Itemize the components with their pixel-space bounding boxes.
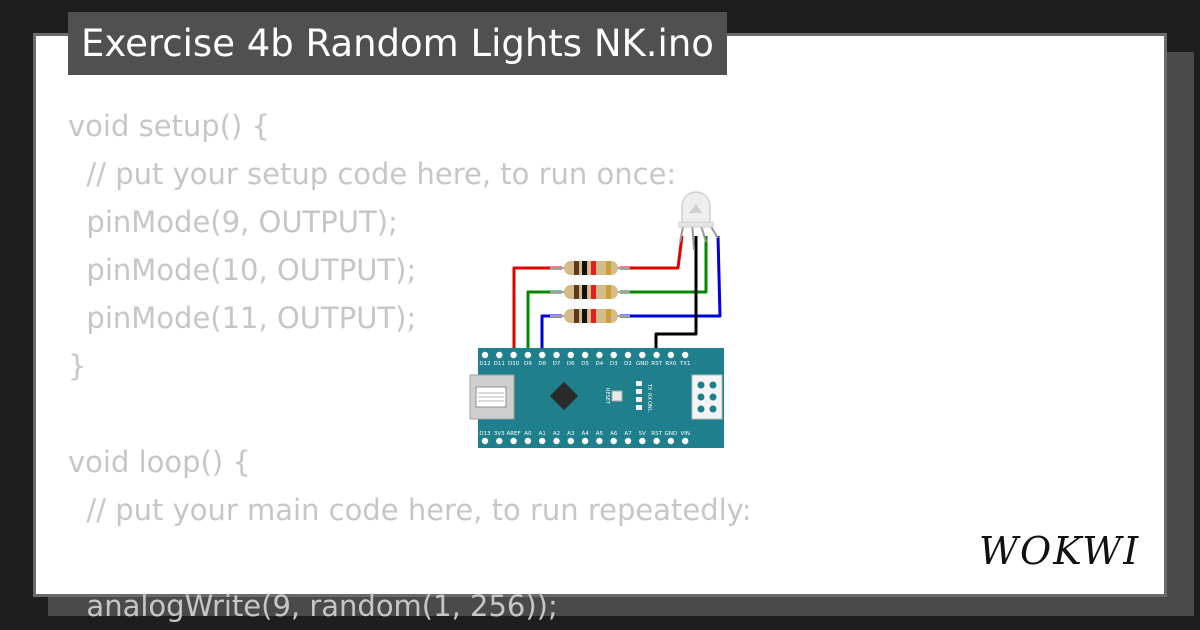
bottom-pin	[610, 437, 617, 445]
code-line: // put your setup code here, to run once…	[68, 157, 677, 191]
top-pin-label: D9	[524, 361, 532, 367]
top-pin	[653, 351, 660, 359]
bottom-pin	[496, 437, 503, 445]
wokwi-logo-text: WOKWI	[979, 529, 1140, 573]
bottom-pin-label: RST	[651, 431, 662, 437]
bottom-pin-label: D13	[479, 431, 491, 437]
top-pin-label: D12	[479, 361, 490, 367]
top-pin	[524, 351, 532, 359]
bottom-pin	[653, 437, 660, 445]
resistor	[550, 309, 630, 323]
bottom-pin-headers	[481, 437, 689, 445]
top-pin	[667, 351, 675, 359]
bottom-pin-label: AREF	[506, 431, 520, 437]
bottom-pin	[639, 437, 646, 445]
bottom-pin	[682, 437, 689, 445]
bottom-pin-label: A3	[567, 431, 575, 437]
top-pin	[481, 351, 489, 359]
code-line: // put your main code here, to run repea…	[68, 493, 752, 527]
project-title: Exercise 4b Random Lights NK.ino	[68, 12, 727, 75]
bottom-pin	[596, 437, 603, 445]
top-pin-label: D5	[581, 361, 589, 367]
code-line: void loop() {	[68, 445, 251, 479]
top-pin	[682, 351, 689, 359]
top-pin-headers	[481, 351, 689, 359]
top-pin-label: D4	[596, 361, 604, 367]
top-pin-label: D8	[538, 361, 546, 367]
top-pin-label: D6	[567, 361, 575, 367]
bottom-pin	[524, 437, 532, 445]
bottom-pin	[581, 437, 589, 445]
rgb-led	[678, 191, 719, 251]
bottom-pin-label: A4	[581, 431, 589, 437]
top-pin-label: D7	[553, 361, 561, 367]
top-pin	[510, 351, 517, 359]
code-line: pinMode(10, OUTPUT);	[68, 253, 417, 287]
top-pin	[581, 351, 589, 359]
svg-text:RX: RX	[646, 393, 652, 400]
red-wire-led	[620, 235, 684, 270]
bottom-pin-label: 5V	[639, 431, 646, 437]
code-line: }	[68, 349, 87, 383]
svg-text:L: L	[646, 409, 652, 412]
top-pin	[624, 351, 632, 359]
top-pin-label: D3	[610, 361, 618, 367]
code-line: pinMode(11, OUTPUT);	[68, 301, 417, 335]
top-pin	[539, 351, 546, 359]
code-line	[68, 534, 752, 582]
bottom-pin-label: VIN	[680, 431, 690, 437]
microcontroller-chip	[549, 381, 579, 411]
bottom-pin	[567, 437, 574, 445]
code-line: pinMode(9, OUTPUT);	[68, 205, 398, 239]
red-wire	[512, 266, 562, 355]
code-line: analogWrite(9, random(1, 256));	[68, 589, 558, 623]
bottom-pin-label: A5	[596, 431, 604, 437]
top-pin	[496, 351, 503, 359]
bottom-pin	[510, 437, 517, 445]
blue-wire-led	[620, 235, 722, 318]
bottom-pin-label: A0	[524, 431, 532, 437]
top-pin	[639, 351, 646, 359]
reset-label: RESET	[604, 388, 610, 405]
green-wire-led	[620, 236, 708, 294]
bottom-pin	[667, 437, 675, 445]
top-pin	[610, 351, 617, 359]
top-pin-label: D11	[494, 361, 505, 367]
top-pin-label: RX0	[665, 361, 677, 367]
top-pin	[596, 351, 603, 359]
bottom-pin	[539, 437, 546, 445]
green-wire	[526, 290, 562, 355]
top-pin	[553, 351, 560, 359]
bottom-pin	[553, 437, 560, 445]
bottom-pin	[624, 437, 632, 445]
bottom-pin-label: A7	[624, 431, 632, 437]
bottom-pin-label: A1	[539, 431, 546, 437]
top-pin-label: TX1	[679, 361, 691, 367]
bottom-pin-label: 3V3	[494, 431, 505, 437]
black-wire	[654, 236, 698, 353]
svg-text:ON: ON	[646, 401, 652, 409]
top-pin-label: GND	[636, 361, 649, 367]
wires	[512, 235, 722, 355]
top-pin-label: D2	[624, 361, 632, 367]
bottom-pin-label: A2	[553, 431, 560, 437]
icsp-header	[691, 374, 723, 420]
svg-text:TX: TX	[646, 383, 652, 391]
reset-button	[611, 390, 623, 402]
bottom-pin	[481, 437, 489, 445]
top-pin	[567, 351, 574, 359]
wokwi-logo: WOKWI	[979, 529, 1140, 573]
bottom-pin-label: GND	[665, 431, 678, 437]
resistor	[550, 261, 630, 275]
top-pin-label: D10	[508, 361, 520, 367]
top-pin-label: RST	[651, 361, 662, 367]
code-preview: void setup() { // put your setup code he…	[68, 102, 752, 630]
resistor	[550, 285, 630, 299]
bottom-pin-label: A6	[610, 431, 618, 437]
code-line: void setup() {	[68, 109, 270, 143]
